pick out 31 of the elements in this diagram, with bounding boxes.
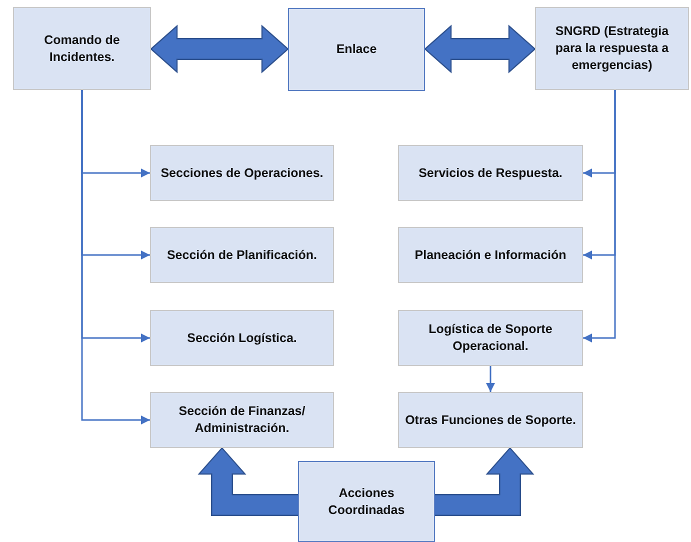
box-label: Planeación e Información: [414, 246, 566, 264]
arrow: [81, 90, 150, 424]
box-label: Enlace: [336, 41, 377, 58]
process-box: [150, 227, 334, 283]
box-label: Sección Logística.: [187, 330, 297, 346]
box-label: Logística de Soporte Operacional.: [428, 321, 554, 355]
box-label: Comando de Incidentes.: [43, 32, 121, 66]
process-box: [150, 310, 334, 366]
process-box: [150, 392, 334, 448]
box-label: Secciones de Operaciones.: [160, 164, 324, 182]
process-box: [398, 145, 583, 201]
process-box: [398, 227, 583, 283]
process-box: [288, 8, 425, 91]
box-label: Sección de Finanzas/ Administración.: [178, 403, 306, 437]
box-label: Sección de Planificación.: [166, 246, 318, 264]
block-arrow: [424, 24, 536, 74]
block-arrow: [150, 24, 289, 74]
block-arrow: [435, 447, 534, 516]
process-box: [398, 310, 583, 366]
process-box: [298, 461, 435, 542]
box-label: Otras Funciones de Soporte.: [405, 412, 576, 428]
arrow: [486, 366, 495, 392]
process-box: [150, 145, 334, 201]
box-label: Servicios de Respuesta.: [418, 164, 562, 182]
block-arrow: [198, 447, 298, 516]
process-box: [535, 7, 689, 90]
box-label: SNGRD (Estrategia para la respuesta a emergencias): [554, 23, 670, 74]
process-box: [398, 392, 583, 448]
arrow: [583, 90, 616, 342]
process-box: [13, 7, 151, 90]
box-label: Acciones Coordinadas: [327, 484, 406, 518]
